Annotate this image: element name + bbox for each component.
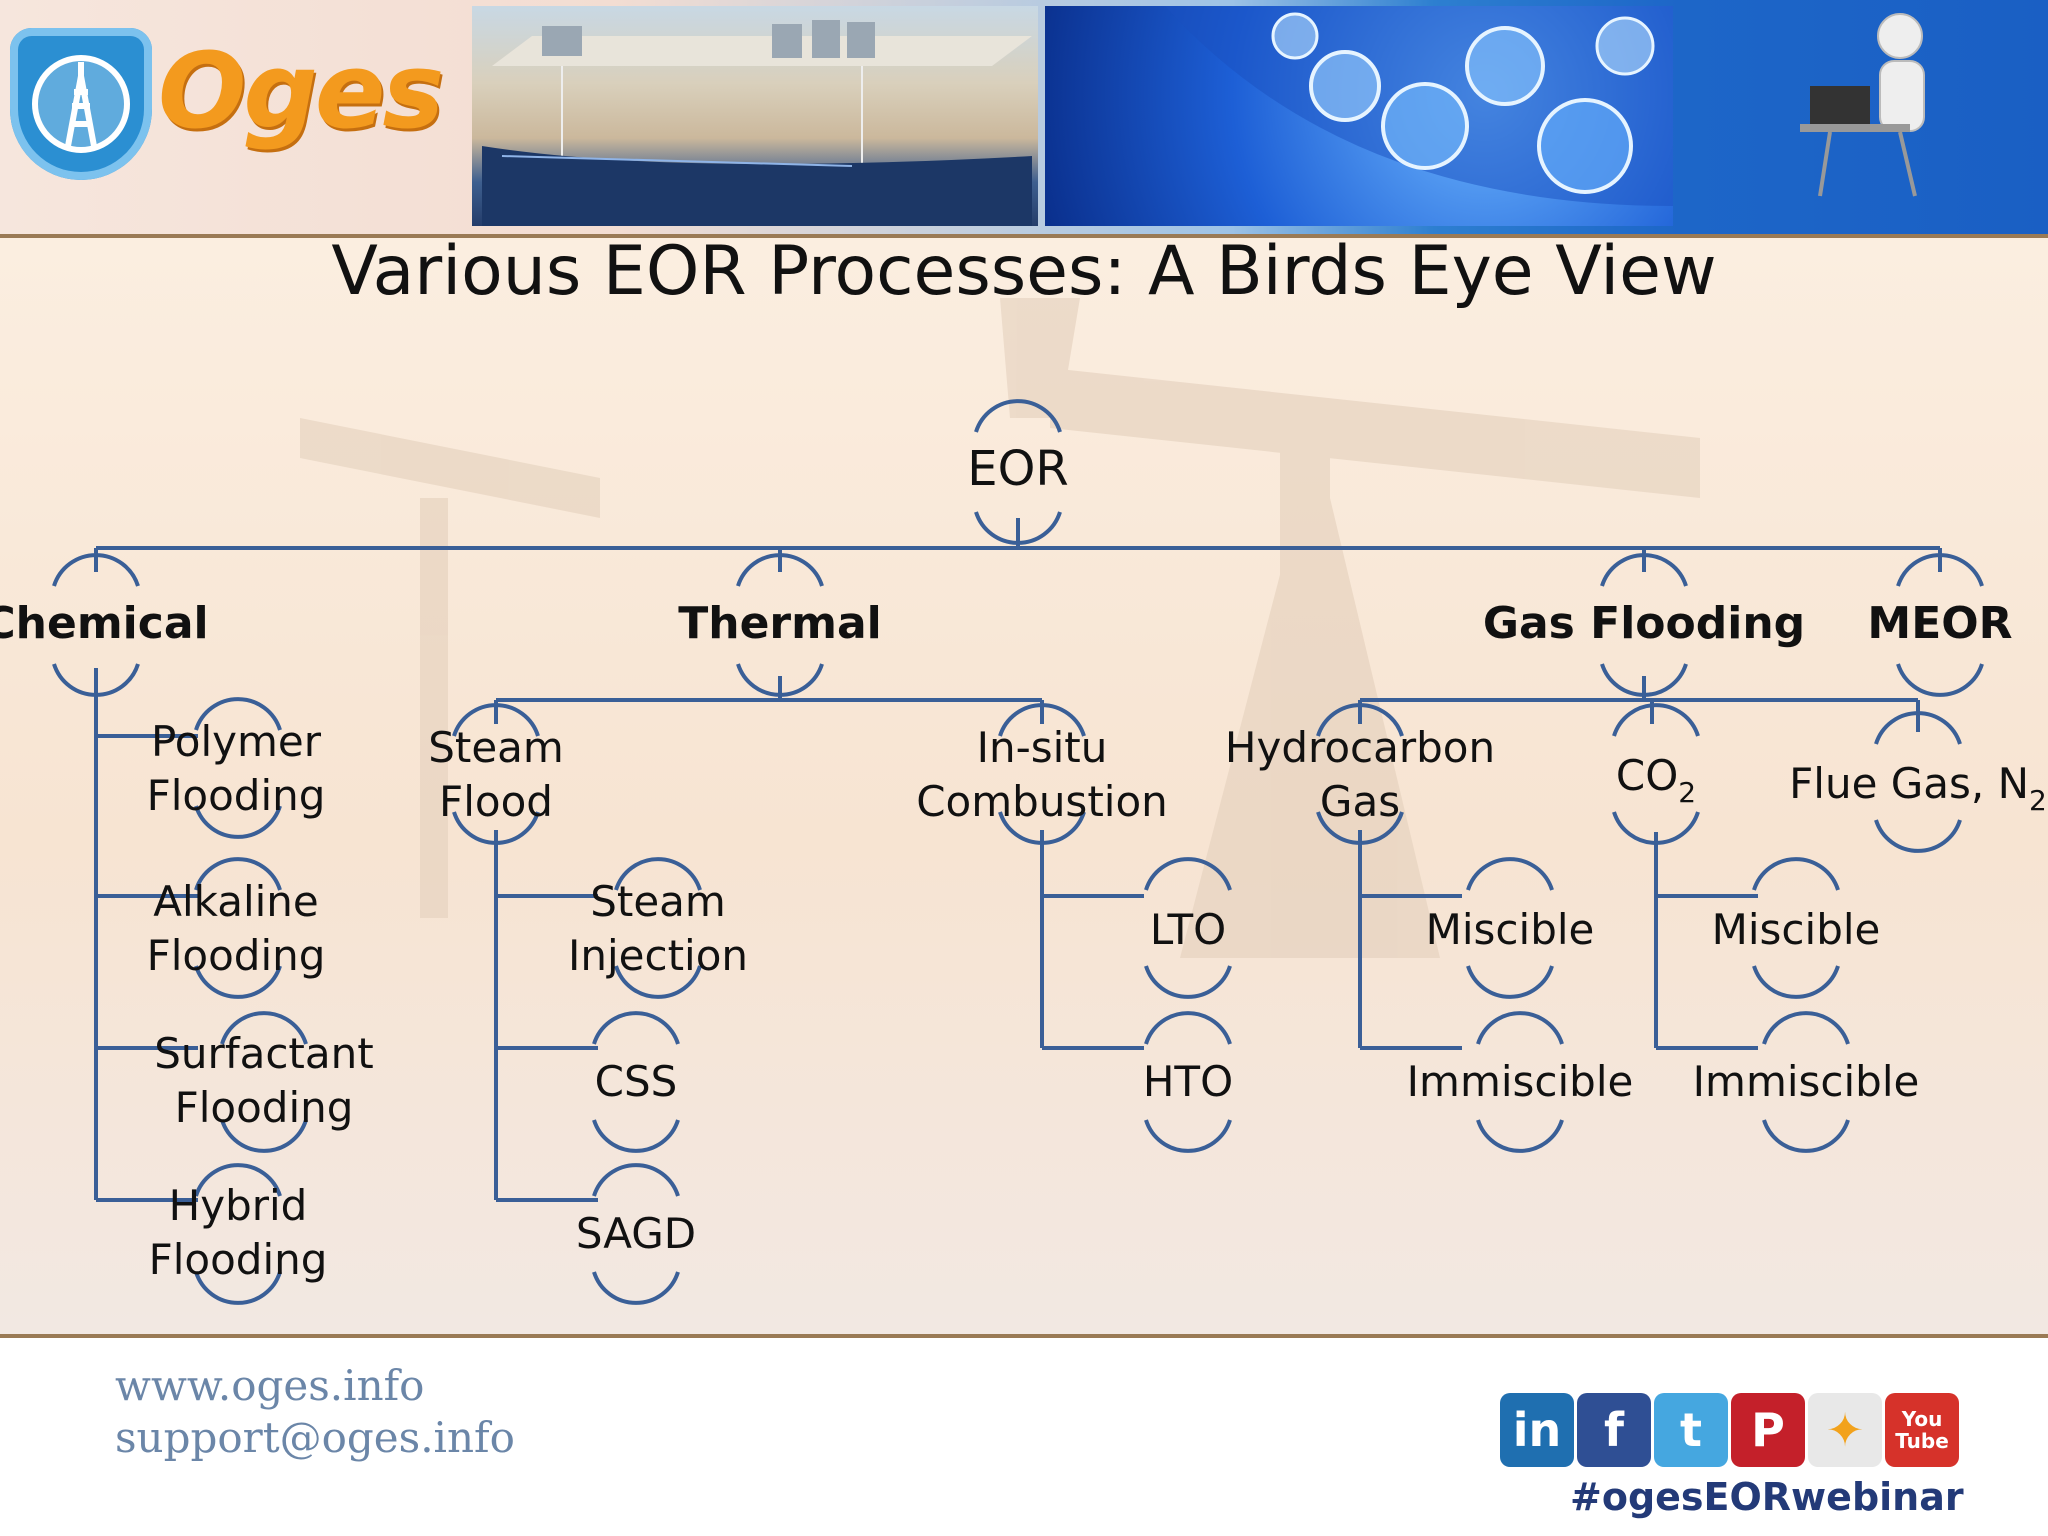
eor-tree-diagram: EOR Chemical Thermal Gas Flooding MEOR P… — [0, 399, 2047, 1305]
hashtag: #ogesEORwebinar — [1570, 1475, 1964, 1519]
brand-logo-text: Oges — [158, 30, 444, 152]
node-meor: MEOR — [1867, 598, 2012, 649]
node-gas-flooding: Gas Flooding — [1483, 598, 1805, 649]
website-link[interactable]: www.oges.info — [115, 1361, 425, 1410]
pumpjack-background-image — [0, 238, 2048, 1334]
node-steam-flood-line2: Flood — [439, 777, 553, 826]
node-steam-flood-line1: Steam — [428, 723, 564, 772]
node-co2-miscible: Miscible — [1712, 905, 1881, 954]
node-arc-markers — [52, 399, 1984, 1305]
node-thermal: Thermal — [678, 598, 882, 649]
node-flue-gas-n2: Flue Gas, N2 — [1789, 759, 2047, 817]
youtube-icon[interactable]: You Tube — [1885, 1393, 1959, 1467]
node-lto: LTO — [1150, 905, 1226, 954]
node-sagd: SAGD — [576, 1209, 696, 1258]
node-steam-injection-line2: Injection — [568, 931, 748, 980]
node-hydrocarbon-gas-line2: Gas — [1320, 777, 1400, 826]
header-divider — [0, 234, 2048, 238]
node-in-situ-combustion-line1: In-situ — [977, 723, 1108, 772]
node-hc-miscible: Miscible — [1426, 905, 1595, 954]
node-in-situ-combustion-line2: Combustion — [916, 777, 1168, 826]
oges-logo-shield-icon — [10, 28, 152, 180]
person-at-laptop-icon — [1790, 6, 1970, 226]
bubbles-illustration — [1045, 6, 1673, 226]
header-banner: Oges — [0, 0, 2048, 236]
contact-info: www.oges.info support@oges.info — [115, 1360, 515, 1464]
footer-divider — [0, 1334, 2048, 1338]
node-chemical: Chemical — [0, 598, 209, 649]
node-surfactant-flooding-line2: Flooding — [175, 1083, 354, 1132]
email-link[interactable]: support@oges.info — [115, 1413, 515, 1462]
node-hto: HTO — [1143, 1057, 1233, 1106]
node-co2: CO2 — [1616, 751, 1696, 809]
node-alkaline-flooding-line1: Alkaline — [153, 877, 319, 926]
connector-lines — [94, 518, 1942, 1202]
twitter-icon[interactable]: t — [1654, 1393, 1728, 1467]
node-alkaline-flooding-line2: Flooding — [147, 931, 326, 980]
reservoir-illustration — [472, 6, 1038, 226]
pinterest-icon[interactable]: P — [1731, 1393, 1805, 1467]
node-eor: EOR — [967, 441, 1068, 497]
node-surfactant-flooding-line1: Surfactant — [154, 1029, 373, 1078]
node-hybrid-flooding-line2: Flooding — [149, 1235, 328, 1284]
node-hydrocarbon-gas-line1: Hydrocarbon — [1225, 723, 1495, 772]
slide-title: Various EOR Processes: A Birds Eye View — [331, 232, 1717, 311]
node-hc-immiscible: Immiscible — [1407, 1057, 1634, 1106]
node-steam-injection-line1: Steam — [590, 877, 726, 926]
node-hybrid-flooding-line1: Hybrid — [169, 1181, 308, 1230]
facebook-icon[interactable]: f — [1577, 1393, 1651, 1467]
linkedin-icon[interactable]: in — [1500, 1393, 1574, 1467]
node-polymer-flooding-line1: Polymer — [151, 717, 322, 766]
node-polymer-flooding-line2: Flooding — [147, 771, 326, 820]
social-icons: in f t P ✦ You Tube — [1500, 1393, 1959, 1467]
node-css: CSS — [595, 1057, 678, 1106]
node-co2-immiscible: Immiscible — [1693, 1057, 1920, 1106]
slideshare-icon[interactable]: ✦ — [1808, 1393, 1882, 1467]
